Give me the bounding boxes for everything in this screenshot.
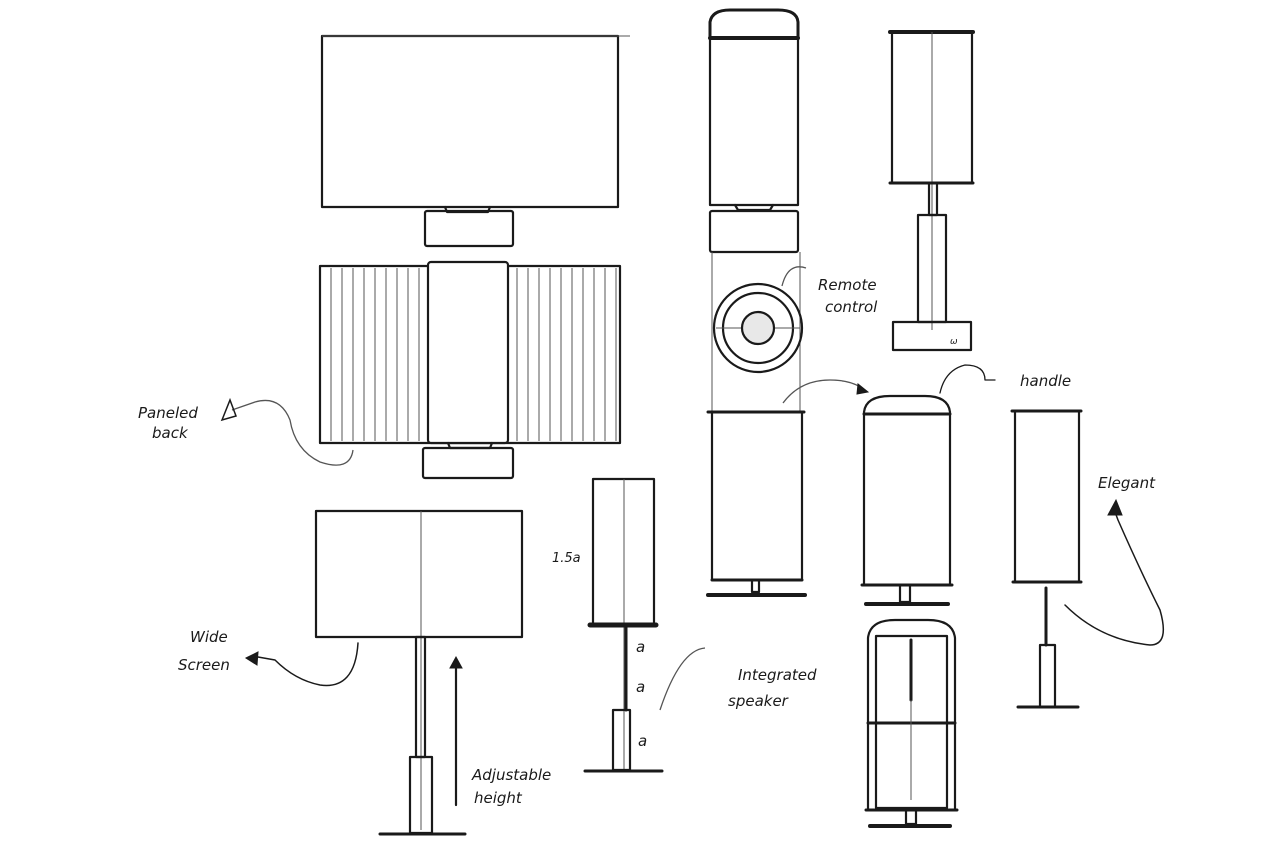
paneled-back-sketch xyxy=(318,260,622,480)
label-paneled-line1: Paneled xyxy=(138,404,198,422)
speaker-tower-sketch xyxy=(583,477,664,773)
dimension-a2: a xyxy=(636,678,645,696)
portrait-screen-sketch xyxy=(706,410,807,597)
wide-screen-sketch xyxy=(314,509,524,836)
column-speaker-sketch xyxy=(708,8,801,412)
dimension-top: 1.5a xyxy=(552,551,581,566)
label-elegant: Elegant xyxy=(1098,474,1156,492)
annotation-labels: Remote control handle Paneled back Elega… xyxy=(138,276,1156,807)
dimension-a1: a xyxy=(636,638,645,656)
tv-sketch xyxy=(320,34,630,248)
svg-text:ω: ω xyxy=(950,337,958,347)
cabinet-sketch xyxy=(864,618,959,828)
label-adjustable-line1: Adjustable xyxy=(471,766,551,784)
remote-control-sketch xyxy=(712,282,804,374)
label-paneled-line2: back xyxy=(152,424,189,442)
label-adjustable-line2: height xyxy=(474,789,523,807)
handle-unit-sketch xyxy=(860,394,954,606)
label-integrated-line1: Integrated xyxy=(738,666,817,684)
label-handle: handle xyxy=(1020,372,1071,390)
label-wide-line2: Screen xyxy=(178,656,230,674)
label-wide-line1: Wide xyxy=(190,628,228,646)
dimension-a3: a xyxy=(638,732,647,750)
label-integrated-line2: speaker xyxy=(728,692,789,710)
label-remote-line1: Remote xyxy=(818,276,877,294)
tall-lamp-sketch: ω xyxy=(888,30,975,352)
label-remote-line2: control xyxy=(825,298,878,316)
annotation-arrows xyxy=(220,266,1165,711)
elegant-lamp-sketch xyxy=(1010,409,1083,709)
